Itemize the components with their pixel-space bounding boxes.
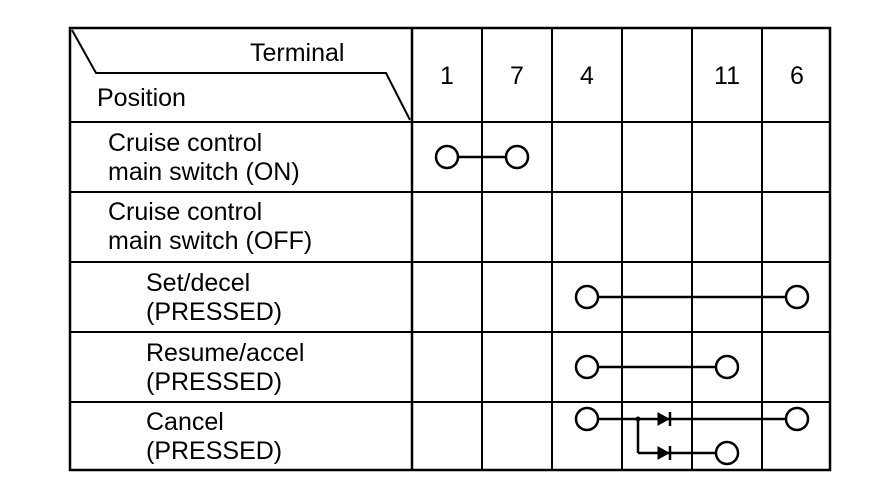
terminal-circle <box>714 354 740 380</box>
row-label-resume-accel: Resume/accel (PRESSED) <box>146 339 304 397</box>
terminal-header-1: 1 <box>440 62 454 90</box>
terminal-header-label: Terminal <box>250 39 345 67</box>
terminal-header-4: 4 <box>580 62 594 90</box>
row-label-main-switch-off: Cruise control main switch (OFF) <box>108 198 312 256</box>
row-label-line: Set/decel <box>146 269 251 297</box>
terminal-circle <box>784 406 810 432</box>
header-diagonal <box>71 29 411 121</box>
row-label-line: (PRESSED) <box>146 298 283 326</box>
table-border <box>68 26 832 472</box>
row-label-set-decel: Set/decel (PRESSED) <box>146 269 282 327</box>
row-label-main-switch-on: Cruise control main switch (ON) <box>108 129 300 187</box>
terminal-circle <box>574 406 600 432</box>
row-label-line: Cancel <box>146 408 224 436</box>
terminal-circle <box>784 284 810 310</box>
row-label-line: Resume/accel <box>146 339 305 367</box>
row-label-line: (PRESSED) <box>146 368 283 396</box>
terminal-header-7: 7 <box>510 62 524 90</box>
terminal-circle <box>714 440 740 466</box>
row-label-cancel: Cancel (PRESSED) <box>146 408 282 466</box>
row-label-line: Cruise control <box>108 198 263 226</box>
row-label-line: (PRESSED) <box>146 437 283 465</box>
diode-icon <box>657 446 671 460</box>
terminal-header-11: 11 <box>714 62 740 90</box>
terminal-circle <box>504 144 530 170</box>
terminal-circle <box>574 284 600 310</box>
row-label-line: main switch (OFF) <box>108 227 313 255</box>
row-label-line: Cruise control <box>108 129 263 157</box>
terminal-circle <box>434 144 460 170</box>
terminal-circle <box>574 354 600 380</box>
connection-layer <box>434 144 810 466</box>
position-header-label: Position <box>97 84 186 112</box>
row-label-line: main switch (ON) <box>108 158 300 186</box>
terminal-header-6: 6 <box>790 62 804 90</box>
diode-icon <box>657 412 671 426</box>
